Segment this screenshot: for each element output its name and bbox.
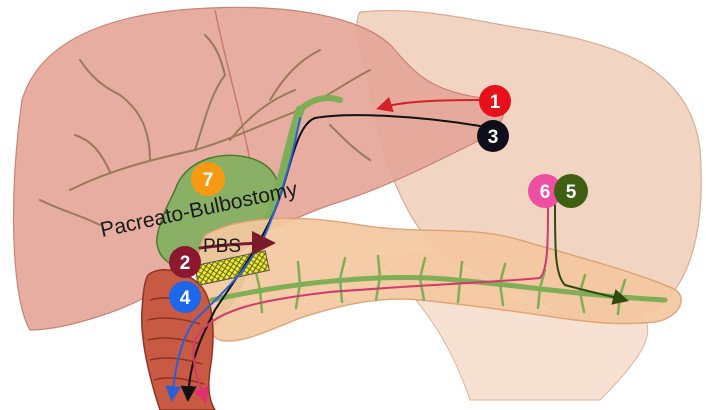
marker-4-label: 4: [180, 288, 191, 309]
marker-4: 4: [169, 281, 201, 313]
marker-5: 5: [554, 174, 588, 208]
marker-1: 1: [479, 85, 511, 117]
marker-2: 2: [169, 246, 201, 278]
marker-1-label: 1: [490, 92, 501, 113]
marker-5-label: 5: [566, 182, 577, 203]
marker-3-label: 3: [488, 127, 499, 148]
marker-3: 3: [477, 120, 509, 152]
marker-2-label: 2: [180, 253, 191, 274]
marker-7-label: 7: [203, 170, 214, 191]
marker-6-label: 6: [540, 182, 551, 203]
pbs-label: PBS: [203, 236, 241, 257]
marker-7: 7: [191, 162, 225, 196]
